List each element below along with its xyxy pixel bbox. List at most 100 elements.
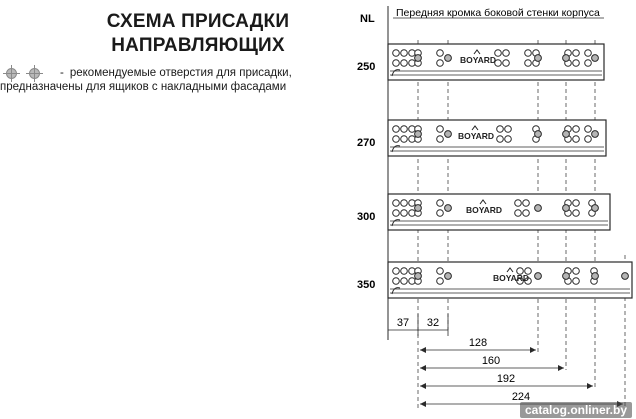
brand-logo: BOYARD: [458, 131, 494, 141]
mounting-hole: [572, 135, 580, 143]
rails-group: BOYARD BOYARD BOYARD BOYARD: [387, 43, 633, 299]
mounting-hole: [392, 209, 400, 217]
mounting-hole: [400, 209, 408, 217]
title-line-1: СХЕМА ПРИСАДКИ: [106, 11, 290, 32]
mounting-hole: [436, 125, 444, 133]
recommended-hole-icon: [26, 64, 43, 82]
mounting-hole: [436, 209, 444, 217]
mounting-hole: [584, 49, 592, 57]
dimension-value-37: 37: [397, 317, 409, 329]
rail-length-label: 300: [357, 211, 375, 223]
mounting-hole: [572, 49, 580, 57]
title-line-2: НАПРАВЛЯЮЩИХ: [111, 35, 285, 56]
mounting-hole: [496, 125, 504, 133]
brand-crown-icon: [479, 199, 487, 205]
mounting-hole: [392, 135, 400, 143]
slide-rail: BOYARD: [387, 193, 611, 231]
mounting-hole: [522, 199, 530, 207]
recommended-hole: [534, 204, 542, 212]
legend: - рекомендуемые отверстия для присадки, …: [0, 64, 340, 94]
dimension-value-160: 160: [482, 355, 500, 367]
rail-length-label: 270: [357, 137, 375, 149]
recommended-hole: [591, 130, 599, 138]
mounting-hole: [524, 49, 532, 57]
mounting-hole: [436, 59, 444, 67]
legend-text-line-1: рекомендуемые отверстия для присадки,: [69, 67, 292, 79]
mounting-hole: [572, 199, 580, 207]
mounting-hole: [504, 125, 512, 133]
recommended-hole: [534, 272, 542, 280]
recommended-hole: [444, 272, 452, 280]
recommended-hole-icon: [3, 64, 20, 82]
mounting-hole: [572, 209, 580, 217]
mounting-hole: [502, 59, 510, 67]
mounting-hole: [400, 125, 408, 133]
mounting-hole: [392, 125, 400, 133]
mounting-hole: [436, 199, 444, 207]
rail-stopper-icon: [391, 69, 401, 77]
recommended-hole: [621, 272, 629, 280]
mounting-hole: [436, 277, 444, 285]
dimension-value-32: 32: [427, 317, 439, 329]
slide-rail: BOYARD: [387, 119, 607, 157]
recommended-hole: [562, 54, 570, 62]
mounting-hole: [400, 277, 408, 285]
brand-crown-icon: [506, 267, 514, 273]
recommended-hole: [414, 130, 422, 138]
mounting-hole: [504, 135, 512, 143]
mounting-hole: [392, 277, 400, 285]
recommended-hole: [562, 204, 570, 212]
mounting-hole: [400, 135, 408, 143]
legend-text-line-2: предназначены для ящиков с накладными фа…: [0, 81, 287, 93]
recommended-hole: [444, 130, 452, 138]
recommended-hole: [414, 272, 422, 280]
front-edge-label: Передняя кромка боковой стенки корпуса: [396, 7, 600, 19]
mounting-hole: [524, 59, 532, 67]
brand-crown-icon: [473, 49, 481, 55]
rail-length-label: 350: [357, 279, 375, 291]
slide-rail: BOYARD: [387, 43, 605, 81]
recommended-hole: [591, 54, 599, 62]
recommended-hole: [562, 130, 570, 138]
mounting-hole: [392, 199, 400, 207]
brand-logo: BOYARD: [460, 55, 496, 65]
rail-stopper-icon: [391, 287, 401, 295]
mounting-hole: [516, 267, 524, 275]
mounting-hole: [400, 267, 408, 275]
mounting-hole: [572, 125, 580, 133]
mounting-hole: [496, 135, 504, 143]
recommended-hole: [444, 204, 452, 212]
mounting-hole: [400, 49, 408, 57]
mounting-hole: [572, 59, 580, 67]
brand-crown-icon: [471, 125, 479, 131]
recommended-hole: [534, 54, 542, 62]
recommended-hole: [414, 54, 422, 62]
mounting-hole: [392, 49, 400, 57]
rail-length-label: 250: [357, 61, 375, 73]
dimension-value-224: 224: [512, 391, 530, 403]
recommended-hole: [591, 204, 599, 212]
nl-label: NL: [360, 13, 375, 25]
mounting-hole: [514, 209, 522, 217]
mounting-hole: [436, 135, 444, 143]
brand-logo: BOYARD: [493, 273, 529, 283]
mounting-hole: [436, 49, 444, 57]
mounting-hole: [514, 199, 522, 207]
dimension-value-128: 128: [469, 337, 487, 349]
recommended-hole: [562, 272, 570, 280]
mounting-hole: [572, 277, 580, 285]
mounting-hole: [400, 59, 408, 67]
mounting-hole: [584, 59, 592, 67]
rail-stopper-icon: [391, 219, 401, 227]
legend-dash: -: [60, 67, 64, 79]
mounting-hole: [436, 267, 444, 275]
mounting-hole: [502, 49, 510, 57]
recommended-hole: [414, 204, 422, 212]
recommended-hole: [444, 54, 452, 62]
mounting-hole: [516, 277, 524, 285]
mounting-hole: [572, 267, 580, 275]
mounting-hole: [522, 209, 530, 217]
rail-body: [387, 261, 633, 299]
mounting-hole: [392, 267, 400, 275]
slide-rail: BOYARD: [387, 261, 633, 299]
